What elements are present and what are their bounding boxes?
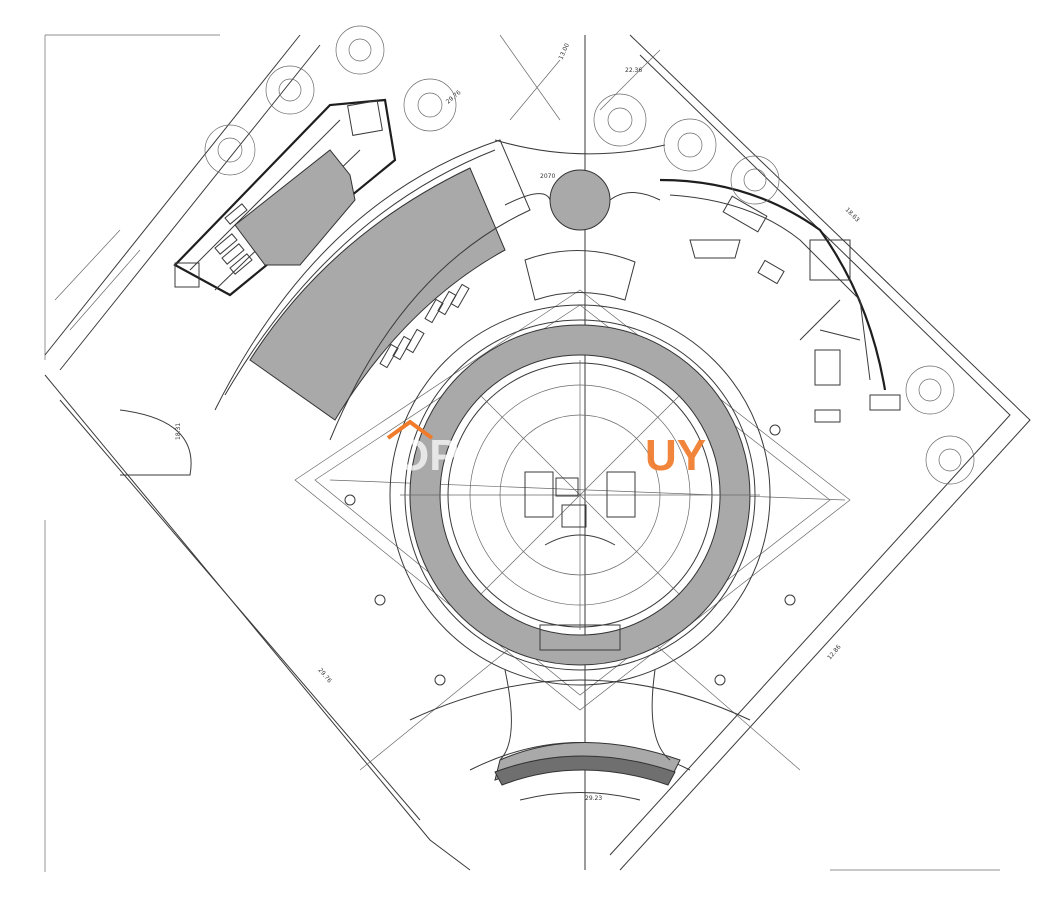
rotunda (344, 304, 796, 686)
dim-top-small: 22.36 (625, 67, 642, 74)
dim-top-center: 2070 (540, 173, 555, 180)
house-roof-icon (386, 419, 434, 440)
parking-stalls-left (214, 203, 253, 275)
dim-right: 18.63 (844, 206, 861, 223)
parking-stalls-center (379, 283, 470, 369)
trees (204, 25, 975, 485)
watermark: OP UY (386, 419, 706, 480)
dim-top-left: 29.76 (445, 89, 463, 106)
left-wing (173, 98, 397, 297)
dim-top: 13.00 (557, 42, 571, 61)
kiosk-circle (549, 169, 611, 231)
dim-bottom-right: 12.86 (826, 643, 843, 661)
watermark-right-text: UY (645, 431, 706, 480)
dim-bottom-center: 29.23 (585, 795, 602, 802)
right-wing (659, 178, 901, 423)
frame-lines (44, 34, 1000, 872)
entry-arc (409, 669, 751, 801)
hall-outline (214, 139, 531, 441)
dim-left: 18.31 (175, 423, 182, 440)
dim-bottom-left: 29.76 (316, 667, 333, 685)
watermark-left-text: OP (395, 431, 459, 480)
main-hall (249, 167, 506, 421)
